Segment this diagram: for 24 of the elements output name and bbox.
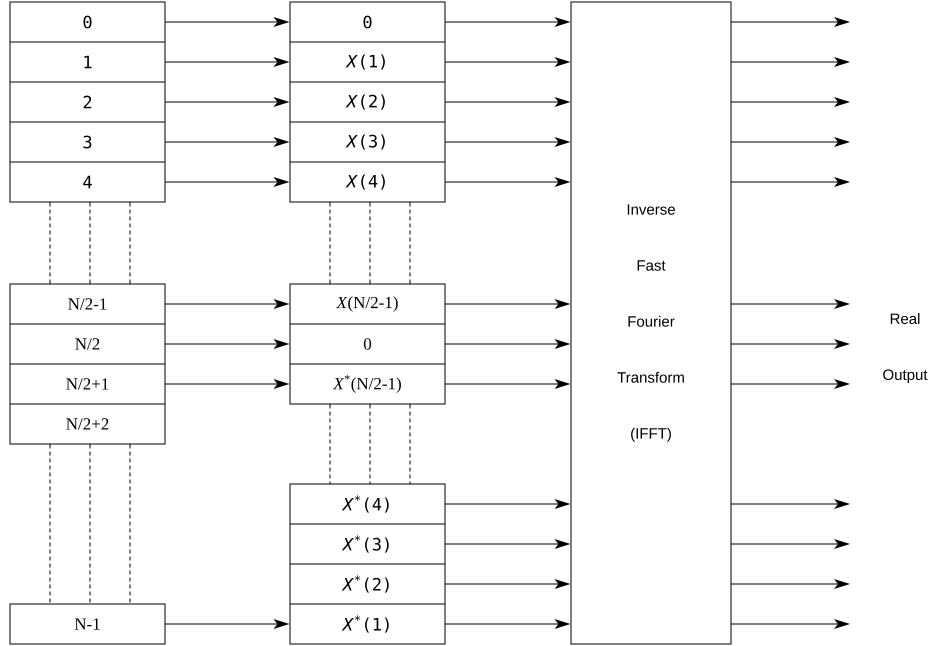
table-cell: X(1): [290, 42, 446, 82]
table-cell: 0: [10, 2, 166, 42]
table-cell: X$^{*}$(1): [290, 604, 446, 644]
table-cell: 0: [290, 2, 446, 42]
table-cell: 3: [10, 122, 166, 162]
table-cell: X(2): [290, 82, 446, 122]
table-cell: X$^{*}$(4): [290, 484, 446, 524]
table-cell: 1: [10, 42, 166, 82]
table-cell: N/2: [10, 324, 166, 364]
table-cell: X(3): [290, 122, 446, 162]
process-box: Inverse Fast Fourier Transform (IFFT): [570, 2, 732, 644]
table-cell: N/2+2: [10, 404, 166, 444]
table-cell: 2: [10, 82, 166, 122]
table-cell: N/2+1: [10, 364, 166, 404]
table-cell: X(N/2-1): [290, 284, 446, 324]
table-cell: N-1: [10, 604, 166, 644]
table-cell: 0: [290, 324, 446, 364]
table-cell: X(4): [290, 162, 446, 202]
table-cell: X$^{*}$(N/2-1): [290, 364, 446, 404]
table-cell: 4: [10, 162, 166, 202]
table-cell: N/2-1: [10, 284, 166, 324]
table-cell: X$^{*}$(3): [290, 524, 446, 564]
output-label: Real Output: [883, 313, 928, 383]
table-cell: X$^{*}$(2): [290, 564, 446, 604]
